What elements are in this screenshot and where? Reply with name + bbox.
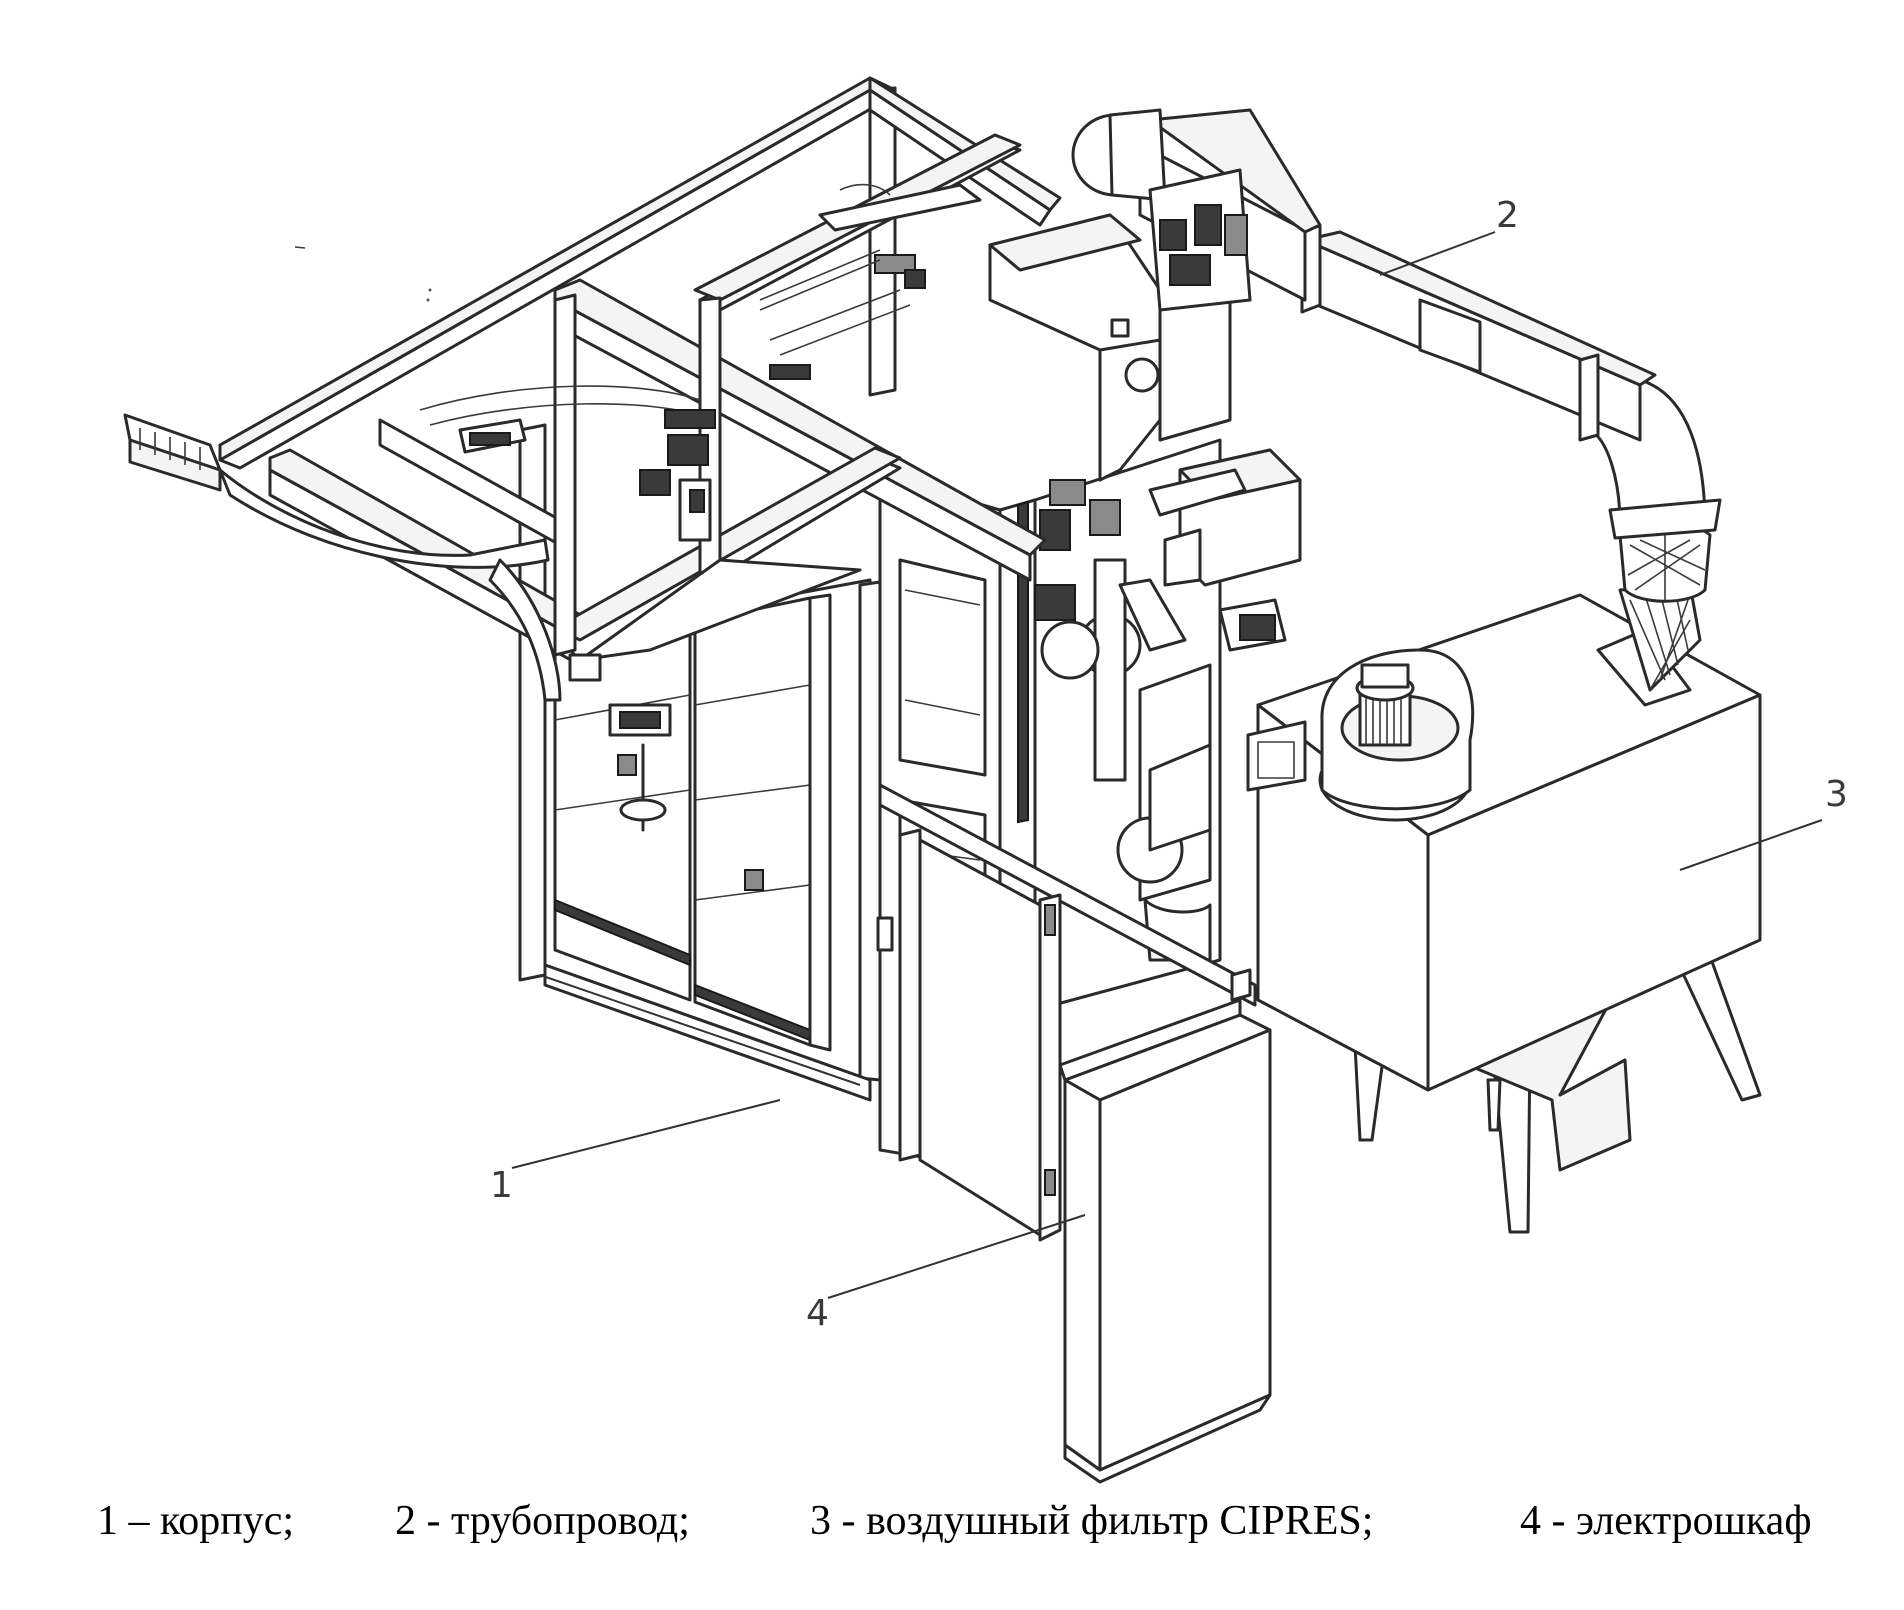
- filter-leg: [1486, 1078, 1502, 1132]
- elbow-flange: [1608, 498, 1722, 540]
- front-post: [858, 580, 882, 1082]
- frame-post: [553, 293, 577, 657]
- tower-rail: [1017, 500, 1029, 824]
- motor-terminal-box: [1360, 663, 1410, 689]
- valve-assembly: [1148, 468, 1247, 517]
- monorail-curve: [218, 468, 550, 569]
- safety-rail: [876, 783, 1257, 1242]
- duct-access-hatch: [1418, 298, 1482, 374]
- rear-post: [868, 86, 897, 397]
- cabinet-side: [1098, 1028, 1272, 1472]
- duct-flange: [1578, 353, 1600, 442]
- door-frame: [808, 593, 832, 1052]
- service-door: [918, 838, 1042, 1237]
- door-seal: [554, 898, 691, 967]
- door-handle: [744, 869, 764, 891]
- separator-top: [988, 213, 1142, 272]
- electrical-cabinet: [1058, 998, 1272, 1484]
- filter-box-side: [1426, 693, 1762, 1092]
- legend: 1 – корпус; 2 - трубопровод; 3 - воздушн…: [0, 1497, 1904, 1557]
- rail-post: [898, 828, 922, 1162]
- leader-line-1: [511, 1099, 781, 1169]
- door-handle: [617, 754, 637, 776]
- leader-lines: [511, 231, 1823, 1299]
- elevator-column: [1093, 558, 1127, 782]
- callout-1: 1: [490, 1165, 513, 1206]
- callout-3: 3: [1825, 774, 1848, 815]
- cross-beam: [553, 298, 1032, 582]
- air-filter-unit: [1246, 583, 1762, 1234]
- monorail-curve: [488, 558, 562, 702]
- fan-inlet: [1246, 720, 1307, 792]
- legend-item-body: 1 – корпус;: [97, 1498, 295, 1544]
- hook-carriage: [608, 703, 672, 737]
- overhead-frame: [123, 76, 1062, 737]
- cabinet-front: [1063, 1078, 1102, 1472]
- leader-line-4: [827, 1214, 1086, 1299]
- legend-item-cabinet: 4 - электрошкаф: [1520, 1498, 1812, 1544]
- legend-item-duct: 2 - трубопровод;: [395, 1498, 690, 1544]
- tower-window: [898, 558, 987, 777]
- callout-2: 2: [1496, 195, 1519, 236]
- rail-bar: [878, 783, 1257, 1007]
- leader-line-2: [1379, 231, 1496, 276]
- brace: [578, 558, 862, 662]
- leader-line-3: [1679, 819, 1823, 871]
- legend-item-filter: 3 - воздушный фильтр CIPRES;: [810, 1498, 1374, 1544]
- cabinet-door-right: [693, 596, 812, 1047]
- callout-4: 4: [806, 1293, 829, 1334]
